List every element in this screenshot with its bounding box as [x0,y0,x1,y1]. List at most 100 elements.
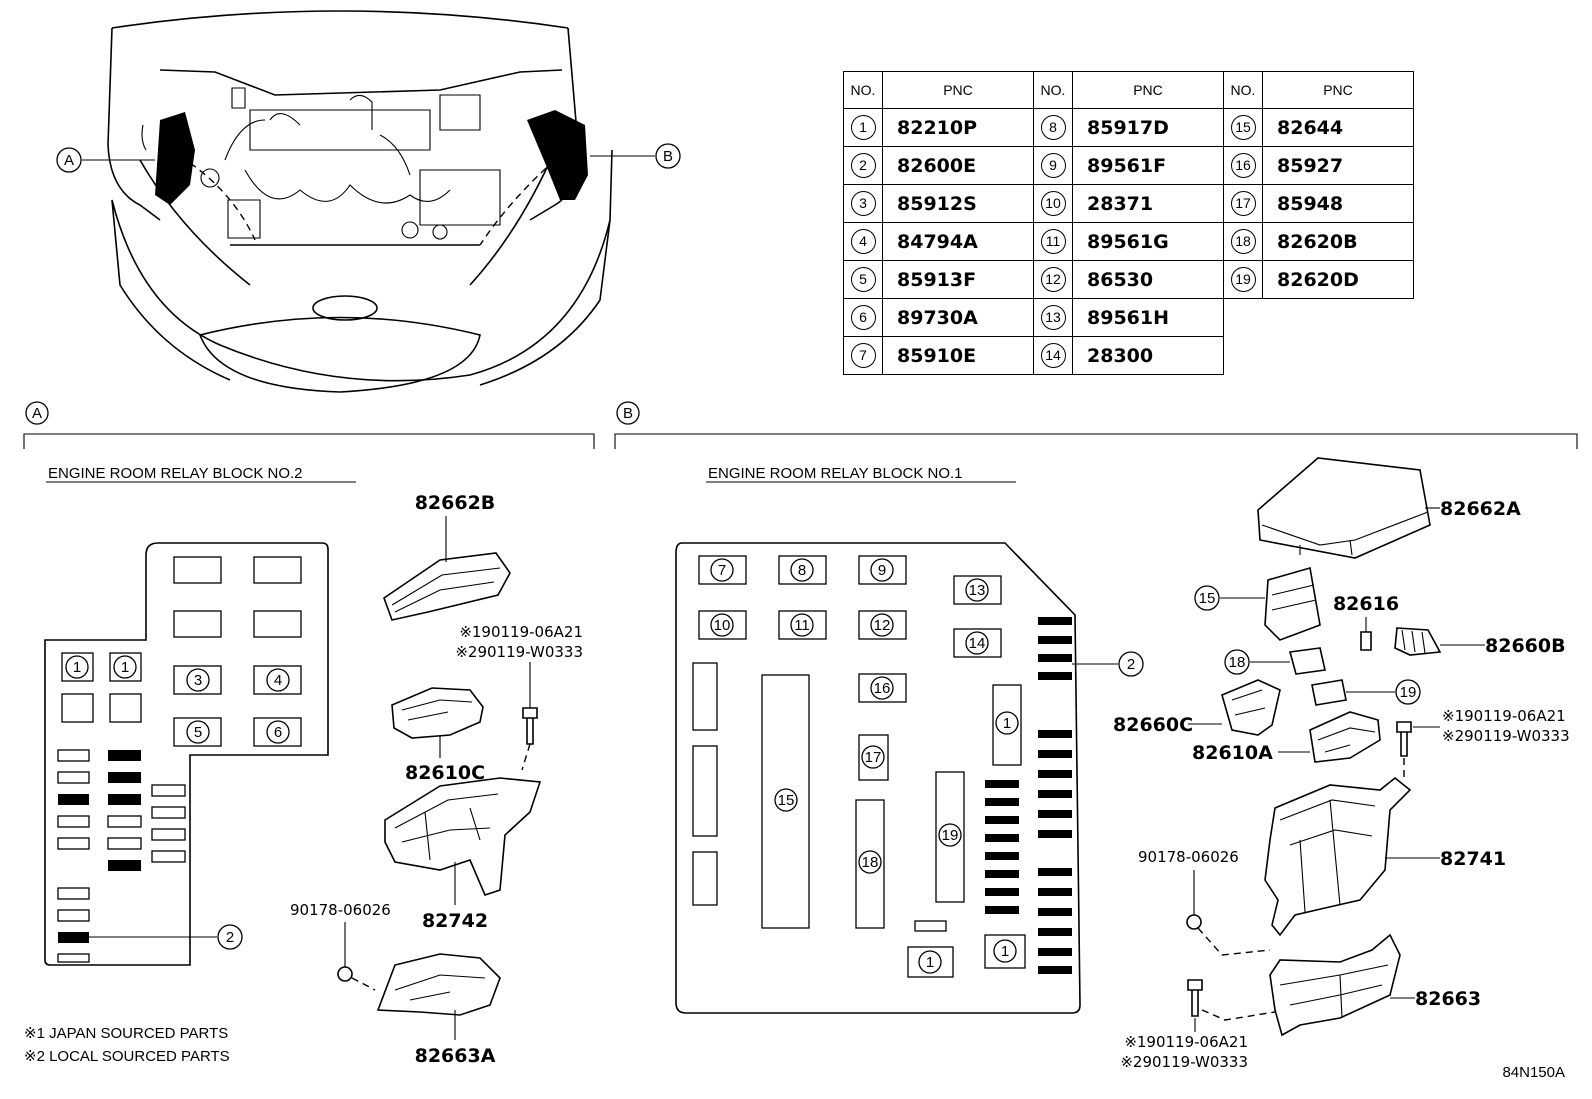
section-b-title: ENGINE ROOM RELAY BLOCK NO.1 [708,465,963,482]
pnc-value: 84794A [882,222,1034,261]
svg-text:13: 13 [969,582,986,599]
pnc-value: 82620B [1262,222,1414,261]
svg-text:17: 17 [865,749,882,766]
pnc-value: 89561H [1072,298,1224,337]
part-82741-label: 82741 [1440,848,1506,870]
svg-text:15: 15 [1199,590,1216,607]
item-number: 11 [1040,229,1066,254]
relay-block-no1-layout: 7 8 9 13 10 11 12 14 16 15 17 18 19 1 1 … [675,542,1144,1014]
svg-text:18: 18 [862,854,879,871]
pnc-value: 85912S [882,184,1034,223]
pnc-value: 89561F [1072,146,1224,185]
part-82662a-label: 82662A [1440,498,1521,520]
svg-text:3: 3 [194,672,202,689]
footnote-local: ※2 LOCAL SOURCED PARTS [24,1048,230,1065]
svg-text:18: 18 [1229,654,1246,671]
pnc-value: 82620D [1262,260,1414,299]
pnc-value: 85917D [1072,108,1224,147]
svg-text:9: 9 [878,562,886,579]
svg-text:1: 1 [73,659,81,676]
pnc-value: 85913F [882,260,1034,299]
pnc-value: 89730A [882,298,1034,337]
item-number: 10 [1040,191,1066,216]
relay-block-no2-parts: 82662B ※190119-06A21 ※290119-W0333 82610… [290,492,583,1067]
item-number: 7 [850,343,876,368]
svg-text:※290119-W0333: ※290119-W0333 [455,643,583,661]
section-a-marker [25,401,49,425]
svg-text:16: 16 [874,680,891,697]
svg-text:15: 15 [778,792,795,809]
item-number: 3 [850,191,876,216]
svg-text:※290119-W0333: ※290119-W0333 [1442,727,1570,745]
svg-text:19: 19 [1400,684,1417,701]
pnc-value: 82644 [1262,108,1414,147]
svg-text:1: 1 [926,954,934,971]
item-number: 12 [1040,267,1066,292]
part-82610a-label: 82610A [1192,742,1273,764]
fuse-bank-right [985,617,1072,974]
callout-a-label: A [64,152,74,169]
part-82663a-label: 82663A [415,1045,496,1067]
svg-text:4: 4 [274,672,282,689]
pnc-value: 85910E [882,336,1034,375]
relay-block-no2-layout: 1 1 3 4 5 6 2 [44,542,329,966]
pnc-value: 28371 [1072,184,1224,223]
svg-text:※190119-06A21: ※190119-06A21 [459,623,583,641]
svg-text:19: 19 [942,827,959,844]
diagram-id: 84N150A [1502,1064,1565,1081]
section-a-title: ENGINE ROOM RELAY BLOCK NO.2 [48,465,303,482]
item-number: 15 [1230,115,1256,140]
item-number: 14 [1040,343,1066,368]
item-number: 1 [850,115,876,140]
svg-text:※190119-06A21: ※190119-06A21 [1442,707,1566,725]
pnc-value: 85927 [1262,146,1414,185]
pnc-value: 28300 [1072,336,1224,375]
item-number: 19 [1230,267,1256,292]
callout-b-icon [655,143,681,169]
part-82660b-label: 82660B [1485,635,1566,657]
item-number: 4 [850,229,876,254]
svg-text:7: 7 [718,562,726,579]
svg-text:2: 2 [1127,656,1135,673]
svg-text:A: A [32,405,42,422]
svg-text:90178-06026: 90178-06026 [1138,848,1239,866]
item-number: 6 [850,305,876,330]
part-82662b-label: 82662B [415,492,496,514]
footnote-japan: ※1 JAPAN SOURCED PARTS [24,1025,228,1042]
svg-text:1: 1 [121,659,129,676]
svg-text:2: 2 [226,929,234,946]
item-number: 13 [1040,305,1066,330]
svg-text:1: 1 [1003,715,1011,732]
pnc-value: 86530 [1072,260,1224,299]
callout-b-label: B [663,148,673,165]
item-number: 2 [850,153,876,178]
pnc-value: 89561G [1072,222,1224,261]
pnc-value: 82600E [882,146,1034,185]
svg-text:10: 10 [714,617,731,634]
item-number: 17 [1230,191,1256,216]
svg-text:12: 12 [874,617,891,634]
part-82663-label: 82663 [1415,988,1481,1010]
svg-text:90178-06026: 90178-06026 [290,901,391,919]
svg-text:8: 8 [798,562,806,579]
item-number: 5 [850,267,876,292]
part-82610c-label: 82610C [405,762,485,784]
svg-text:1: 1 [1001,943,1009,960]
svg-text:※190119-06A21: ※190119-06A21 [1124,1033,1248,1051]
callout-a-icon [56,147,82,173]
part-82742-label: 82742 [422,910,488,932]
part-82660c-label: 82660C [1113,714,1193,736]
pnc-value: 82210P [882,108,1034,147]
item-number: 16 [1230,153,1256,178]
svg-text:※290119-W0333: ※290119-W0333 [1120,1053,1248,1071]
pnc-value: 85948 [1262,184,1414,223]
